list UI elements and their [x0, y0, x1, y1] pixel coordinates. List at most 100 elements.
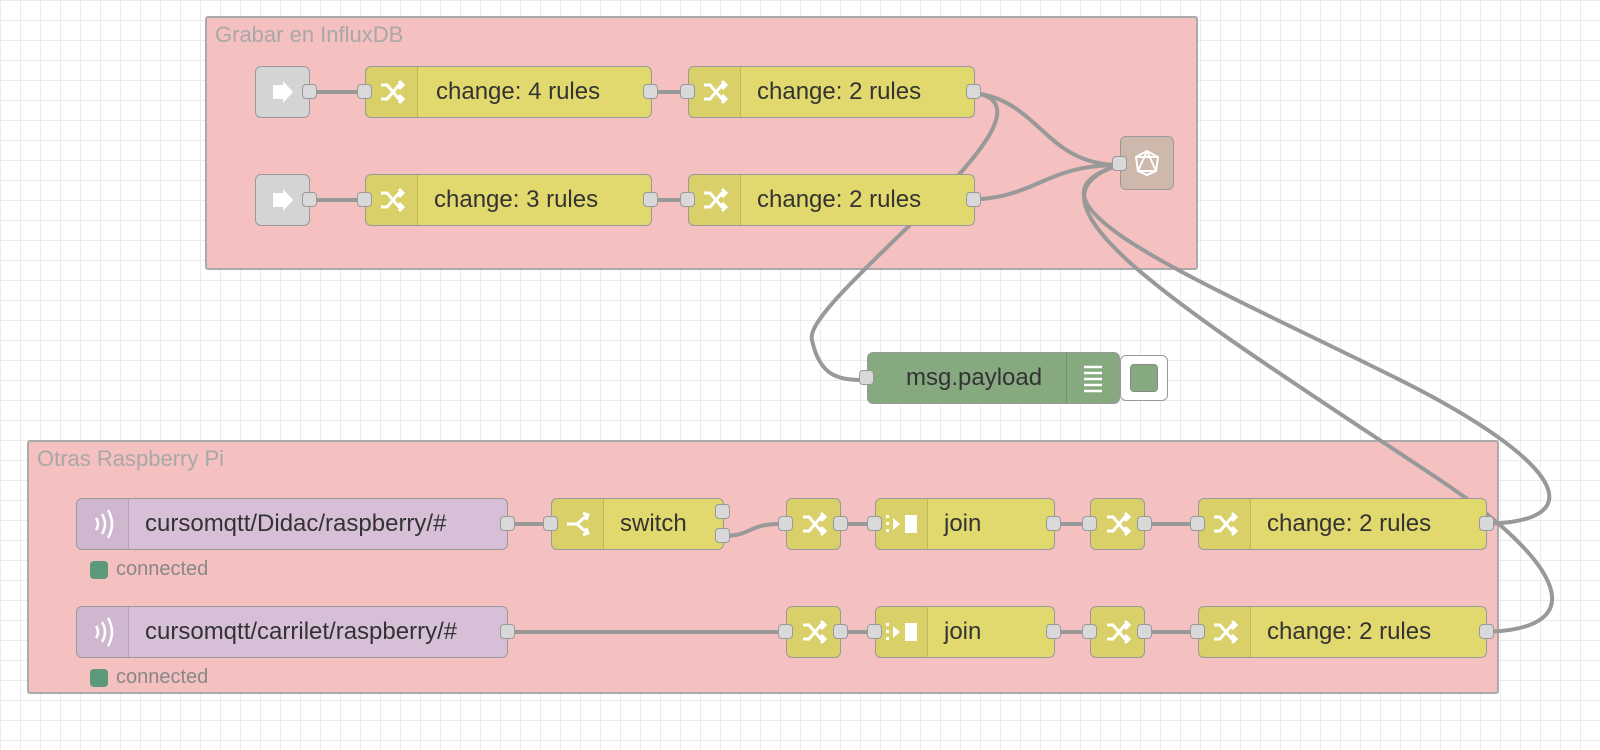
output-port[interactable] — [1137, 624, 1152, 639]
mqtt-in-node-didac[interactable]: cursomqtt/Didac/raspberry/# — [76, 498, 515, 550]
status-indicator — [90, 560, 108, 579]
output-port[interactable] — [966, 192, 981, 207]
influxdb-icon — [1121, 137, 1173, 189]
link-in-node[interactable] — [255, 66, 317, 118]
output-port[interactable] — [1479, 516, 1494, 531]
node-label: msg.payload — [906, 364, 1043, 391]
group-grabar-influxdb[interactable]: Grabar en InfluxDB — [205, 16, 1198, 270]
group-label: Grabar en InfluxDB — [215, 22, 404, 47]
change-node-2-rules[interactable]: change: 2 rules — [680, 66, 981, 118]
switch-icon — [552, 499, 604, 549]
input-port[interactable] — [1082, 624, 1097, 639]
debug-toggle-button[interactable] — [1120, 355, 1168, 401]
link-in-icon — [256, 67, 309, 117]
node-label: cursomqtt/carrilet/raspberry/# — [145, 618, 458, 645]
input-port[interactable] — [680, 192, 695, 207]
output-port[interactable] — [1479, 624, 1494, 639]
input-port[interactable] — [778, 516, 793, 531]
node-label: join — [944, 510, 982, 537]
status-indicator — [90, 668, 108, 687]
node-label: cursomqtt/Didac/raspberry/# — [145, 510, 447, 537]
wire — [958, 90, 1122, 167]
change-node[interactable] — [1082, 498, 1152, 550]
shuffle-icon — [366, 67, 418, 117]
node-label: change: 2 rules — [757, 78, 922, 105]
input-port[interactable] — [1082, 516, 1097, 531]
node-label: join — [944, 618, 982, 645]
node-label: switch — [620, 510, 687, 537]
shuffle-icon — [787, 499, 840, 549]
input-port[interactable] — [543, 516, 558, 531]
change-node[interactable] — [778, 498, 848, 550]
change-node[interactable] — [1082, 606, 1152, 658]
node-label: change: 4 rules — [436, 78, 601, 105]
output-port[interactable] — [643, 192, 658, 207]
shuffle-icon — [689, 175, 741, 225]
link-in-node[interactable] — [255, 174, 317, 226]
group-label: Otras Raspberry Pi — [37, 446, 225, 471]
debug-node[interactable]: msg.payload — [859, 352, 1120, 404]
change-node[interactable] — [778, 606, 848, 658]
switch-node[interactable]: switch — [543, 498, 730, 550]
change-node-2-rules[interactable]: change: 2 rules — [680, 174, 981, 226]
join-node[interactable]: join — [867, 498, 1061, 550]
input-port[interactable] — [867, 516, 882, 531]
shuffle-icon — [1199, 499, 1251, 549]
change-node-2-rules[interactable]: change: 2 rules — [1190, 498, 1494, 550]
input-port[interactable] — [1190, 516, 1205, 531]
change-node-2-rules[interactable]: change: 2 rules — [1190, 606, 1494, 658]
mqtt-in-node-carrilet[interactable]: cursomqtt/carrilet/raspberry/# — [76, 606, 515, 658]
output-port[interactable] — [1046, 516, 1061, 531]
wire — [809, 90, 1000, 382]
node-status: connected — [90, 666, 208, 689]
output-port[interactable] — [833, 624, 848, 639]
input-port[interactable] — [859, 370, 874, 385]
shuffle-icon — [366, 175, 418, 225]
input-port[interactable] — [357, 84, 372, 99]
input-port[interactable] — [867, 624, 882, 639]
output-port[interactable] — [1046, 624, 1061, 639]
mqtt-wave-icon — [77, 607, 129, 657]
output-port[interactable] — [715, 528, 730, 543]
input-port[interactable] — [680, 84, 695, 99]
wire — [958, 163, 1122, 202]
output-port[interactable] — [500, 516, 515, 531]
input-port[interactable] — [1112, 156, 1127, 171]
mqtt-wave-icon — [77, 499, 129, 549]
shuffle-icon — [689, 67, 741, 117]
wire — [722, 522, 780, 538]
input-port[interactable] — [1190, 624, 1205, 639]
input-port[interactable] — [357, 192, 372, 207]
join-node[interactable]: join — [867, 606, 1061, 658]
node-label: change: 3 rules — [434, 186, 599, 213]
output-port[interactable] — [302, 192, 317, 207]
join-icon — [876, 607, 928, 657]
wire — [1081, 163, 1552, 526]
change-node-3-rules[interactable]: change: 3 rules — [357, 174, 658, 226]
output-port[interactable] — [833, 516, 848, 531]
list-icon — [1066, 353, 1119, 403]
output-port[interactable] — [500, 624, 515, 639]
output-port[interactable] — [715, 504, 730, 519]
shuffle-icon — [1199, 607, 1251, 657]
influxdb-out-node[interactable] — [1112, 136, 1174, 190]
node-label: change: 2 rules — [757, 186, 922, 213]
wire — [1082, 163, 1555, 634]
shuffle-icon — [787, 607, 840, 657]
status-text: connected — [116, 558, 209, 580]
join-icon — [876, 499, 928, 549]
output-port[interactable] — [966, 84, 981, 99]
node-label: change: 2 rules — [1267, 618, 1432, 645]
change-node-4-rules[interactable]: change: 4 rules — [357, 66, 658, 118]
output-port[interactable] — [643, 84, 658, 99]
link-in-icon — [256, 175, 309, 225]
output-port[interactable] — [302, 84, 317, 99]
input-port[interactable] — [778, 624, 793, 639]
output-port[interactable] — [1137, 516, 1152, 531]
shuffle-icon — [1091, 607, 1144, 657]
node-label: change: 2 rules — [1267, 510, 1432, 537]
debug-toggle-indicator — [1130, 364, 1158, 392]
node-status: connected — [90, 558, 208, 581]
shuffle-icon — [1091, 499, 1144, 549]
